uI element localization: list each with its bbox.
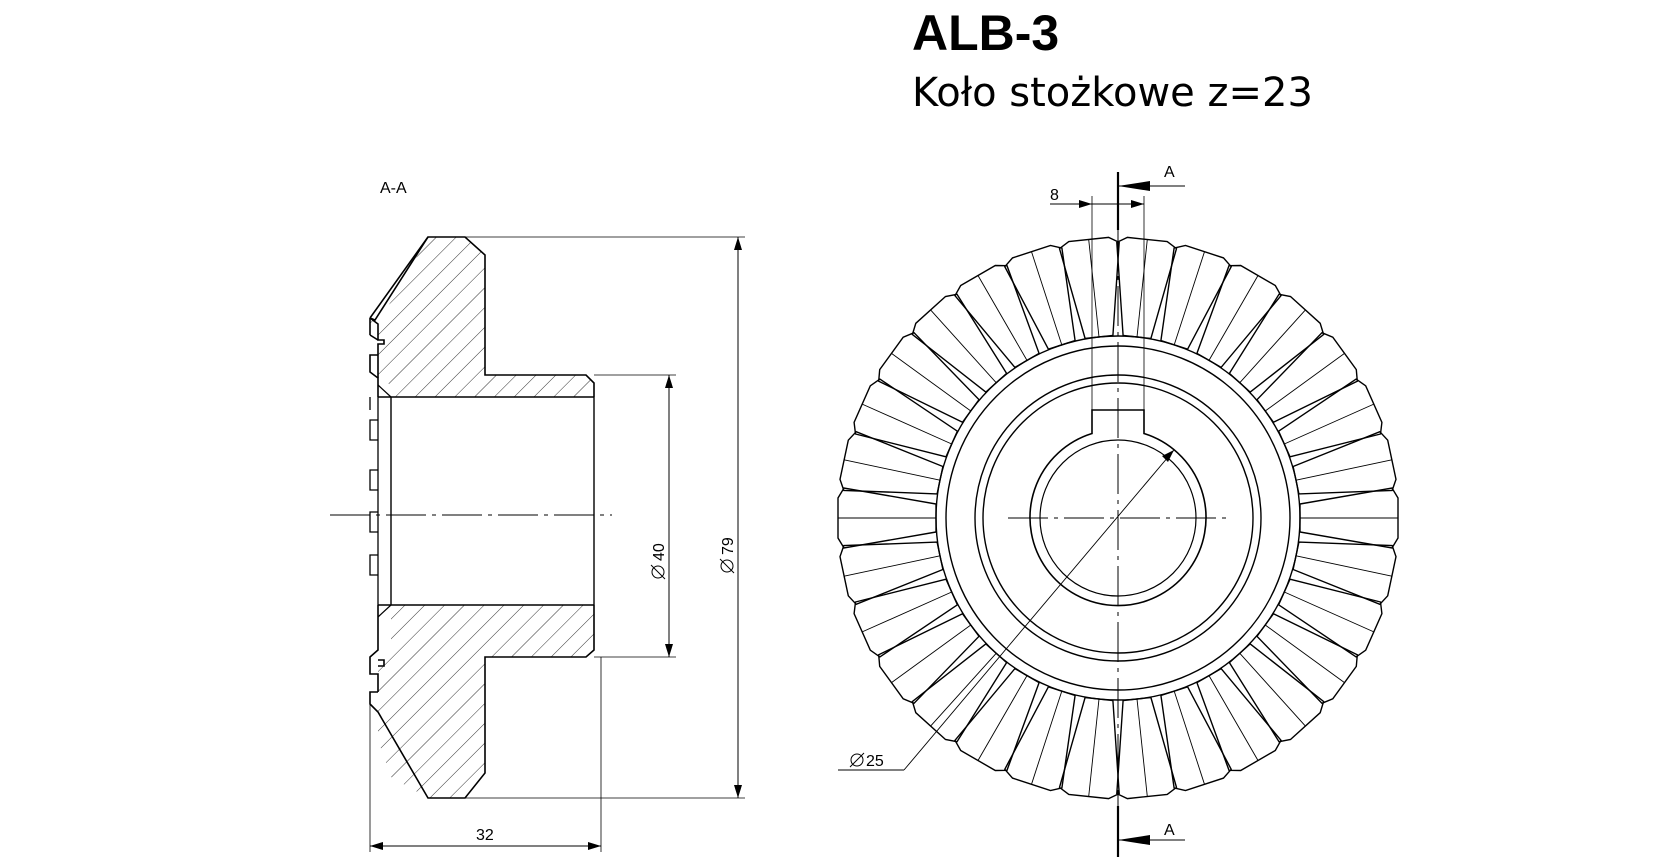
section-view: A-A (330, 180, 745, 852)
gear-tooth-crest-line (1088, 239, 1100, 338)
dim-outer-text: 79 (720, 537, 737, 555)
gear-tooth-crest-line (844, 459, 941, 481)
gear-tooth (1116, 696, 1178, 800)
dim-keyway: 8 (1050, 187, 1145, 410)
section-label: A-A (380, 180, 407, 197)
gear-tooth-crest-line (930, 652, 997, 727)
gear-tooth (1292, 541, 1397, 606)
gear-tooth-crest-line (1239, 309, 1306, 384)
gear-tooth-crest-line (1264, 353, 1345, 412)
gear-tooth (877, 331, 980, 424)
gear-tooth (1228, 642, 1325, 743)
gear-tooth-crest-line (844, 555, 941, 577)
section-upper-body (370, 237, 594, 397)
section-outline-upper (369, 236, 595, 397)
gear-tooth-crest-line (1284, 403, 1374, 445)
dim-width: 32 (369, 657, 602, 852)
gear-tooth (1292, 430, 1397, 495)
cut-marker-top: A (1116, 164, 1185, 230)
gear-tooth (1277, 578, 1383, 658)
gear-tooth-crest-line (891, 624, 972, 683)
gear-tooth (1160, 685, 1233, 792)
cut-label-top: A (1164, 164, 1175, 181)
gear-tooth-crest-line (1088, 698, 1100, 797)
dim-bore-text: 25 (866, 753, 884, 770)
dim-bore: 25 (838, 449, 1175, 771)
cut-label-bottom: A (1164, 822, 1175, 839)
gear-tooth (1116, 236, 1178, 340)
gear-tooth-crest-line (1136, 698, 1148, 797)
gear-tooth-crest-line (1136, 239, 1148, 338)
gear-tooth (1196, 264, 1282, 369)
gear-tooth-crest-line (1031, 251, 1063, 346)
gear-tooth (877, 612, 980, 705)
gear-tooth-crest-line (862, 591, 952, 633)
gear-tooth (1228, 293, 1325, 394)
gear-tooth-crest-line (1239, 652, 1306, 727)
gear-tooth-crest-line (1295, 459, 1392, 481)
gear-tooth-crest-line (1173, 251, 1205, 346)
gear-tooth (839, 430, 944, 495)
gear-tooth (853, 578, 959, 658)
gear-tooth-crest-line (1031, 690, 1063, 785)
gear-tooth (1003, 685, 1076, 792)
gear-tooth (1277, 378, 1383, 458)
gear-tooth (954, 264, 1040, 369)
gear-tooth (1160, 244, 1233, 351)
dim-width-text: 32 (476, 827, 494, 844)
dim-keyway-text: 8 (1050, 187, 1059, 204)
gear-tooth-crest-line (1208, 675, 1259, 761)
gear-tooth-crest-line (1295, 555, 1392, 577)
gear-tooth (1256, 331, 1359, 424)
dim-hub-text: 40 (651, 543, 668, 561)
gear-tooth (839, 541, 944, 606)
bore-keyway (1029, 409, 1207, 607)
gear-tooth (911, 642, 1008, 743)
gear-tooth-crest-line (1284, 591, 1374, 633)
drawing-subtitle: Koło stożkowe z=23 (912, 70, 1313, 116)
gear-tooth-crest-line (977, 275, 1028, 361)
gear-tooth-crest-line (862, 403, 952, 445)
gear-tooth (1003, 244, 1076, 351)
gear-tooth (954, 667, 1040, 772)
front-view: 8 A A 25 (837, 164, 1399, 857)
gear-tooth-crest-line (930, 309, 997, 384)
section-lower-body (378, 605, 594, 798)
gear-tooth (1196, 667, 1282, 772)
drawing-title: ALB-3 (912, 5, 1060, 61)
gear-tooth (911, 293, 1008, 394)
gear-tooth-crest-line (1208, 275, 1259, 361)
gear-tooth (1058, 236, 1120, 340)
cut-marker-bottom: A (1116, 806, 1185, 857)
gear-tooth (1256, 612, 1359, 705)
dim-hub-diameter: 40 (594, 374, 676, 658)
section-tooth-notches (369, 397, 379, 605)
dim-outer-diameter: 79 (465, 236, 745, 799)
gear-tooth-crest-line (1264, 624, 1345, 683)
gear-tooth-crest-line (977, 675, 1028, 761)
gear-tooth (853, 378, 959, 458)
gear-tooth (1058, 696, 1120, 800)
gear-tooth-crest-line (1173, 690, 1205, 785)
gear-tooth-crest-line (891, 353, 972, 412)
